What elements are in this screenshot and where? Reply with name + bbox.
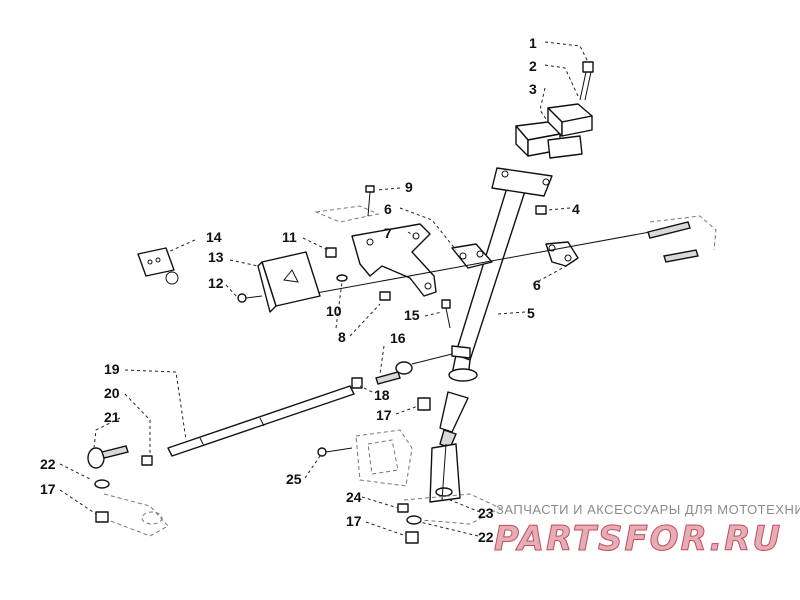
- nut-17a: [95, 511, 109, 523]
- steering-post-cap: [515, 103, 593, 159]
- electronic-module: [257, 251, 321, 313]
- callout-5: 5: [527, 305, 535, 321]
- tie-rod-end-upper: [375, 353, 453, 385]
- lower-bracket-ghost: [403, 493, 502, 525]
- callout-10: 10: [326, 303, 342, 319]
- washer-22b: [406, 515, 422, 525]
- callout-20: 20: [104, 385, 120, 401]
- callout-13: 13: [208, 249, 224, 265]
- watermark-logo: PARTSFOR.RU: [494, 519, 782, 559]
- connector-plug: [137, 247, 179, 285]
- watermark-caption: ЗАПЧАСТИ И АКСЕССУАРЫ ДЛЯ МОТОТЕХНИКИ: [496, 502, 800, 517]
- callout-15: 15: [404, 307, 420, 323]
- mounting-bracket: [314, 205, 717, 297]
- mounting-bolt-line: [299, 231, 651, 297]
- callout-17b: 17: [40, 481, 56, 497]
- callout-9: 9: [405, 179, 413, 195]
- callout-16: 16: [390, 330, 406, 346]
- threaded-bolt-right-2: [663, 249, 699, 263]
- callout-12: 12: [208, 275, 224, 291]
- nut-24: [397, 503, 409, 513]
- tie-rod-end-lower: [87, 445, 129, 469]
- nut-4: [535, 205, 547, 215]
- callout-17c: 17: [346, 513, 362, 529]
- jam-nut-18: [351, 377, 363, 389]
- callout-24: 24: [346, 489, 362, 505]
- callout-11: 11: [282, 229, 297, 245]
- threaded-bolt-right: [647, 221, 691, 239]
- callout-3: 3: [529, 81, 537, 97]
- callout-19: 19: [104, 361, 120, 377]
- callout-7: 7: [384, 225, 392, 241]
- callout-22a: 22: [40, 456, 56, 472]
- nut-8: [379, 291, 391, 301]
- washer-10: [336, 274, 348, 282]
- lower-block: [355, 429, 413, 487]
- spindle-arm: [103, 493, 169, 537]
- nut-17c: [405, 531, 419, 544]
- callout-21: 21: [104, 409, 120, 425]
- nut-17b: [417, 397, 431, 411]
- callout-22b: 22: [478, 529, 494, 545]
- bearing-half-right: [545, 241, 579, 267]
- steering-post: [439, 167, 553, 449]
- callout-2: 2: [529, 58, 537, 74]
- callout-18: 18: [374, 387, 390, 403]
- callout-14: 14: [206, 229, 222, 245]
- callout-17a: 17: [376, 407, 392, 423]
- callout-4: 4: [572, 201, 580, 217]
- jam-nut-20: [141, 455, 153, 466]
- callout-labels: 1 2 3 4 5 6 6 7 8 9 10 11 12 13 14 15 16…: [40, 35, 580, 545]
- callout-6b: 6: [533, 277, 541, 293]
- lower-mount-plate: [429, 443, 461, 503]
- callout-23: 23: [478, 505, 494, 521]
- screw-25: [317, 447, 353, 457]
- callout-6a: 6: [384, 201, 392, 217]
- callout-1: 1: [529, 35, 537, 51]
- bearing-half-left: [451, 243, 493, 269]
- washer-22a: [94, 479, 110, 489]
- callout-25: 25: [286, 471, 302, 487]
- leader-lines: [59, 41, 589, 537]
- cap-bolt: [579, 61, 594, 101]
- nut-11: [325, 247, 337, 258]
- callout-8: 8: [338, 329, 346, 345]
- screw-12: [237, 293, 263, 303]
- bolt-15: [441, 299, 451, 329]
- screw-9: [365, 185, 375, 217]
- tie-rod: [167, 385, 355, 457]
- watermark: ЗАПЧАСТИ И АКСЕССУАРЫ ДЛЯ МОТОТЕХНИКИ PA…: [494, 502, 800, 560]
